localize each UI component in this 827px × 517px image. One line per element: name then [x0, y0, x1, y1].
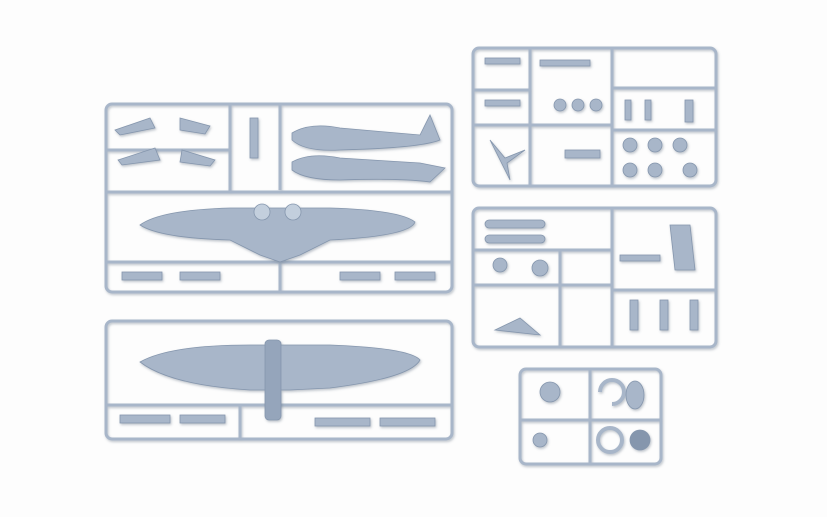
sprue-e	[518, 367, 663, 466]
fuselage-half-1	[291, 114, 441, 151]
propeller	[489, 139, 526, 181]
sprue-d	[471, 206, 718, 349]
wheel	[625, 380, 645, 410]
fuselage-half-2	[291, 155, 446, 183]
engine	[539, 381, 561, 403]
wing-upper	[139, 207, 416, 263]
sprue-a	[104, 102, 454, 294]
cockpit-floor	[264, 339, 282, 421]
sprue-c	[471, 46, 718, 188]
